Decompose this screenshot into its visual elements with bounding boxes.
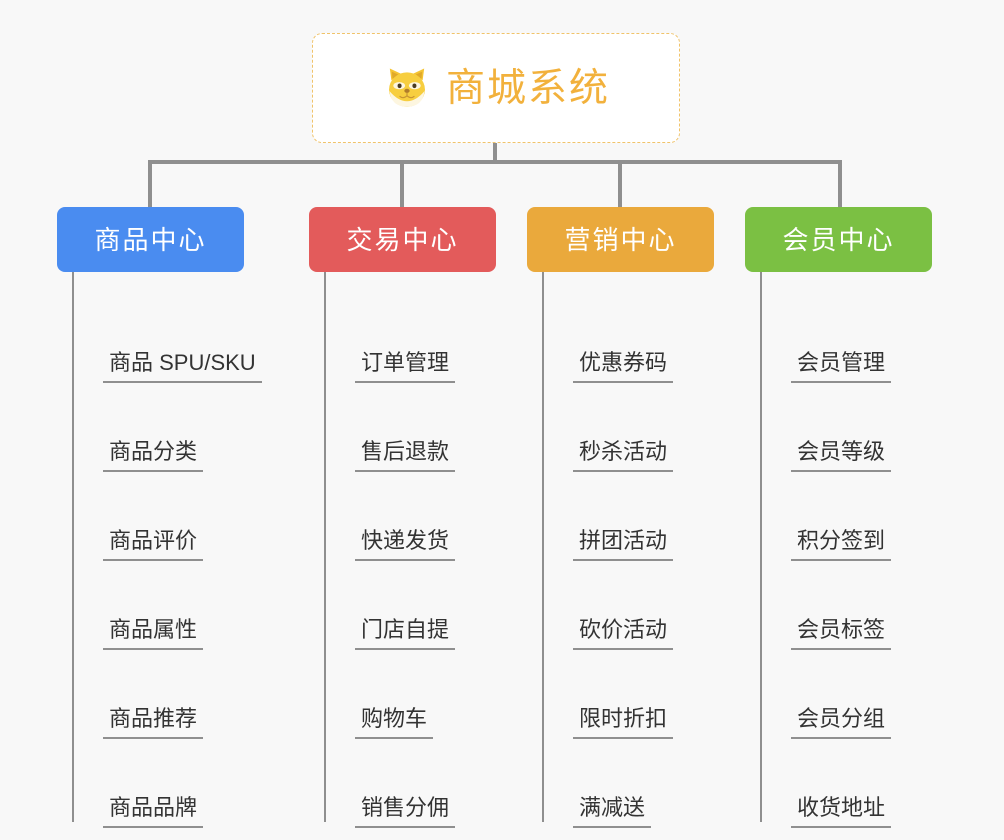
leaf-spine-4 — [760, 272, 762, 822]
group-items-2: 订单管理 售后退款 快递发货 门店自提 购物车 销售分佣 — [324, 272, 496, 828]
leaf-label: 积分签到 — [791, 528, 892, 561]
leaf-label: 会员分组 — [791, 706, 892, 739]
leaf-label: 商品属性 — [103, 617, 204, 650]
list-item[interactable]: 商品推荐 — [72, 650, 262, 739]
connector-drop-4 — [838, 160, 842, 207]
leaf-label: 门店自提 — [355, 617, 456, 650]
list-item[interactable]: 购物车 — [324, 650, 496, 739]
list-item[interactable]: 收货地址 — [760, 739, 932, 828]
list-item[interactable]: 积分签到 — [760, 472, 932, 561]
root-title: 商城系统 — [445, 66, 610, 110]
list-item[interactable]: 快递发货 — [324, 472, 496, 561]
list-item[interactable]: 商品评价 — [72, 472, 262, 561]
leaf-label: 会员管理 — [791, 350, 892, 383]
leaf-label: 限时折扣 — [573, 706, 674, 739]
list-item[interactable]: 售后退款 — [324, 383, 496, 472]
connector-drop-3 — [618, 160, 622, 207]
list-item[interactable]: 秒杀活动 — [542, 383, 714, 472]
list-item[interactable]: 满减送 — [542, 739, 714, 828]
list-item[interactable]: 商品品牌 — [72, 739, 262, 828]
leaf-label: 会员标签 — [791, 617, 892, 650]
connector-horizontal-bus — [148, 160, 842, 164]
group-header-label-2: 交易中心 — [346, 224, 459, 255]
leaf-label: 商品推荐 — [103, 706, 204, 739]
group-column-3: 营销中心 优惠券码 秒杀活动 拼团活动 砍价活动 限时折扣 满减送 — [527, 207, 714, 828]
group-header-1[interactable]: 商品中心 — [57, 207, 244, 272]
list-item[interactable]: 会员等级 — [760, 383, 932, 472]
leaf-spine-2 — [324, 272, 326, 822]
list-item[interactable]: 限时折扣 — [542, 650, 714, 739]
list-item[interactable]: 销售分佣 — [324, 739, 496, 828]
shiba-dog-icon — [382, 63, 432, 113]
leaf-label: 售后退款 — [355, 439, 456, 472]
group-header-label-1: 商品中心 — [94, 224, 207, 255]
list-item[interactable]: 会员标签 — [760, 561, 932, 650]
list-item[interactable]: 拼团活动 — [542, 472, 714, 561]
leaf-label: 快递发货 — [355, 528, 456, 561]
leaf-label: 销售分佣 — [355, 795, 456, 828]
connector-drop-1 — [148, 160, 152, 207]
connector-drop-2 — [400, 160, 404, 207]
list-item[interactable]: 优惠券码 — [542, 294, 714, 383]
leaf-label: 商品评价 — [103, 528, 204, 561]
group-items-4: 会员管理 会员等级 积分签到 会员标签 会员分组 收货地址 — [760, 272, 932, 828]
leaf-label: 商品 SPU/SKU — [103, 350, 262, 383]
leaf-label: 秒杀活动 — [573, 439, 674, 472]
connector-root-stem — [493, 143, 497, 164]
list-item[interactable]: 商品属性 — [72, 561, 262, 650]
leaf-label: 订单管理 — [355, 350, 456, 383]
leaf-label: 商品品牌 — [103, 795, 204, 828]
leaf-label: 砍价活动 — [573, 617, 674, 650]
group-header-4[interactable]: 会员中心 — [745, 207, 932, 272]
group-header-3[interactable]: 营销中心 — [527, 207, 714, 272]
group-column-1: 商品中心 商品 SPU/SKU 商品分类 商品评价 商品属性 商品推荐 商品品牌 — [57, 207, 262, 828]
leaf-label: 购物车 — [355, 706, 434, 739]
leaf-label: 拼团活动 — [573, 528, 674, 561]
group-header-label-4: 会员中心 — [782, 224, 895, 255]
leaf-label: 商品分类 — [103, 439, 204, 472]
list-item[interactable]: 会员分组 — [760, 650, 932, 739]
group-items-1: 商品 SPU/SKU 商品分类 商品评价 商品属性 商品推荐 商品品牌 — [72, 272, 262, 828]
group-column-4: 会员中心 会员管理 会员等级 积分签到 会员标签 会员分组 收货地址 — [745, 207, 932, 828]
group-header-label-3: 营销中心 — [564, 224, 677, 255]
list-item[interactable]: 商品分类 — [72, 383, 262, 472]
list-item[interactable]: 门店自提 — [324, 561, 496, 650]
leaf-spine-1 — [72, 272, 74, 822]
root-node[interactable]: 商城系统 — [312, 33, 680, 143]
leaf-label: 优惠券码 — [573, 350, 674, 383]
group-header-2[interactable]: 交易中心 — [309, 207, 496, 272]
leaf-label: 收货地址 — [791, 795, 892, 828]
group-items-3: 优惠券码 秒杀活动 拼团活动 砍价活动 限时折扣 满减送 — [542, 272, 714, 828]
list-item[interactable]: 订单管理 — [324, 294, 496, 383]
leaf-label: 满减送 — [573, 795, 652, 828]
group-column-2: 交易中心 订单管理 售后退款 快递发货 门店自提 购物车 销售分佣 — [309, 207, 496, 828]
leaf-spine-3 — [542, 272, 544, 822]
list-item[interactable]: 商品 SPU/SKU — [72, 294, 262, 383]
list-item[interactable]: 砍价活动 — [542, 561, 714, 650]
list-item[interactable]: 会员管理 — [760, 294, 932, 383]
leaf-label: 会员等级 — [791, 439, 892, 472]
